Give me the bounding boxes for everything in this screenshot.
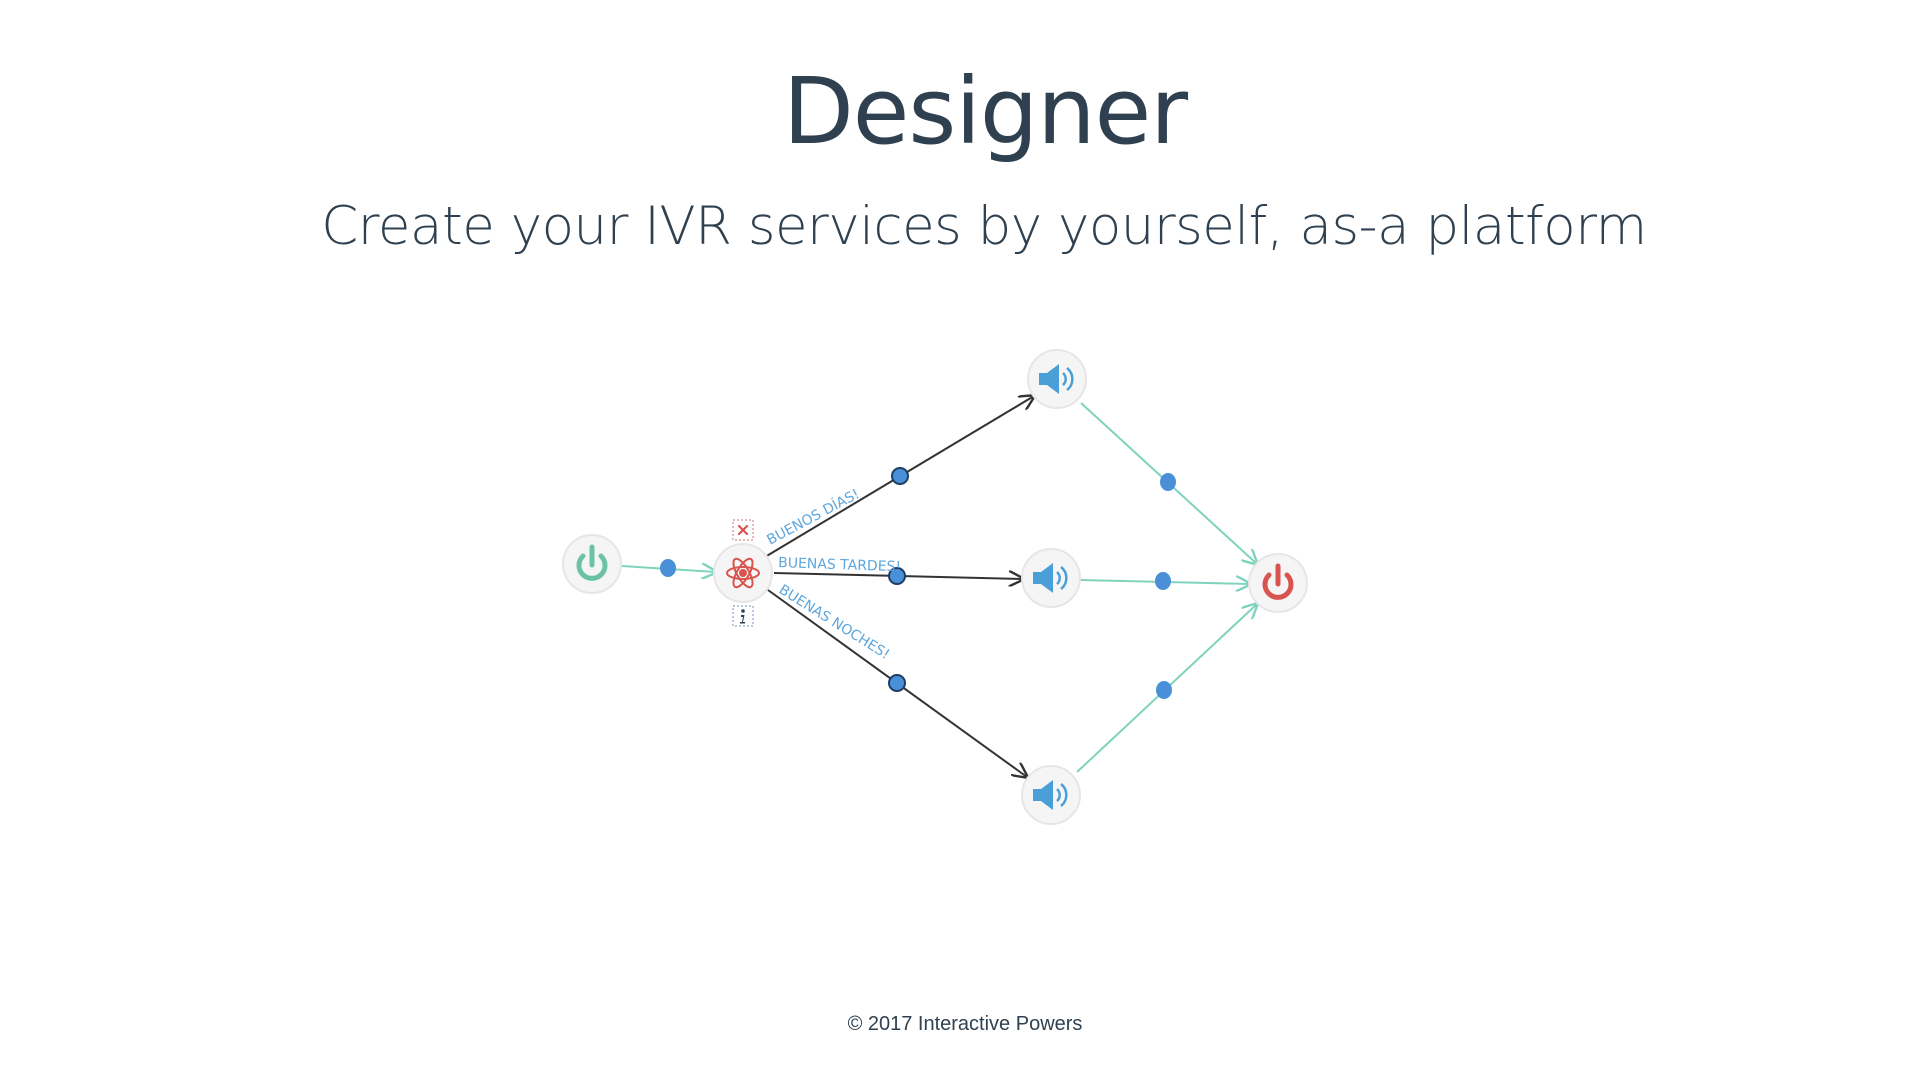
power-icon <box>1262 563 1294 600</box>
edge-label-afternoon: BUENAS TARDES! <box>778 555 901 575</box>
edge-label-night: BUENAS NOCHES! <box>776 582 892 663</box>
page-title: Designer <box>782 58 1188 165</box>
edge-waypoint[interactable] <box>888 567 906 585</box>
edge-waypoint[interactable] <box>888 674 906 692</box>
speaker-node-top[interactable] <box>1027 349 1087 409</box>
copyright-footer: © 2017 Interactive Powers <box>847 1013 1083 1035</box>
info-icon <box>740 609 745 624</box>
edge-waypoint[interactable] <box>1155 572 1171 590</box>
speaker-node-middle[interactable] <box>1021 548 1081 608</box>
close-icon <box>737 524 749 536</box>
speaker-icon <box>1033 563 1068 593</box>
end-node[interactable] <box>1248 553 1308 613</box>
atom-icon <box>726 557 760 589</box>
page-subtitle: Create your IVR services by yourself, as… <box>321 196 1647 257</box>
edge-waypoint[interactable] <box>1160 473 1176 491</box>
start-node[interactable] <box>562 534 622 594</box>
edge-label-morning: BUENOS DÍAS! <box>764 485 862 548</box>
edge-waypoint[interactable] <box>891 467 909 485</box>
speaker-node-bottom[interactable] <box>1021 765 1081 825</box>
node-info-button[interactable] <box>732 605 754 627</box>
delete-node-button[interactable] <box>732 519 754 541</box>
speaker-icon <box>1039 364 1074 394</box>
logic-node[interactable] <box>713 543 773 603</box>
speaker-icon <box>1033 780 1068 810</box>
power-icon <box>576 544 608 581</box>
edge-waypoint[interactable] <box>1156 681 1172 699</box>
edge-waypoint[interactable] <box>660 559 676 577</box>
